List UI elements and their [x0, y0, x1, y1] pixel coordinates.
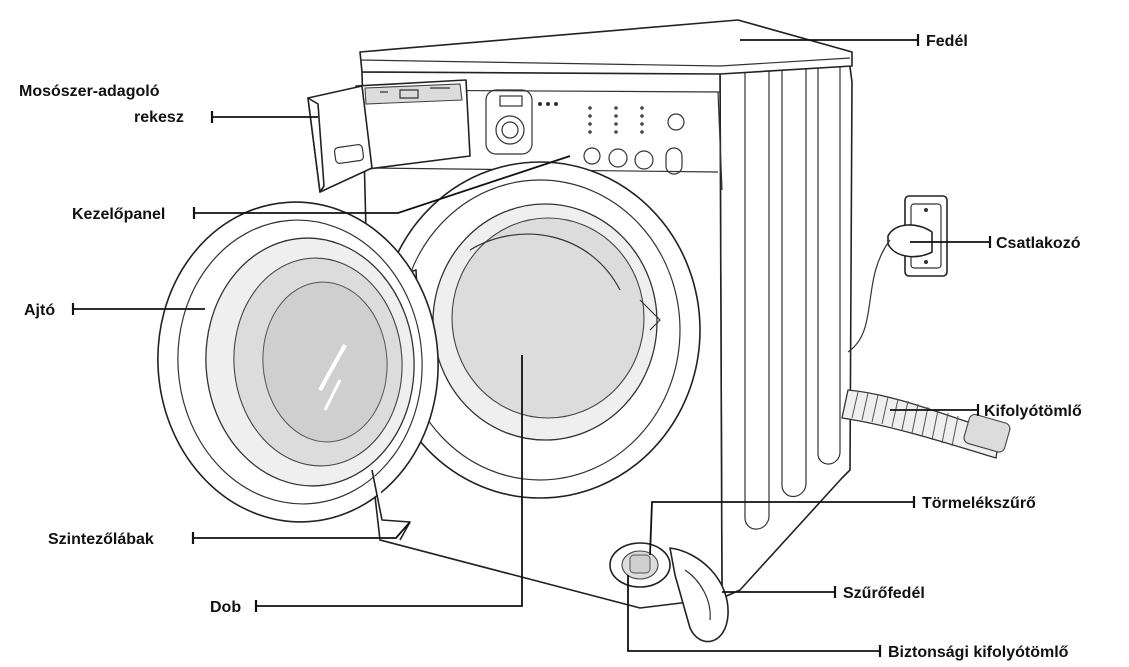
- label-detergent-drawer-line1: Mosószer-adagoló: [19, 83, 160, 100]
- washing-machine-illustration: [147, 20, 1011, 642]
- drain-hose-graphic: [842, 390, 1011, 458]
- machine-side-panel: [720, 52, 852, 598]
- label-control-panel: Kezelőpanel: [72, 206, 165, 223]
- label-lid: Fedél: [926, 33, 968, 50]
- label-filter-cover: Szűrőfedél: [843, 585, 925, 602]
- label-drum: Dob: [210, 599, 241, 616]
- label-power-plug: Csatlakozó: [996, 235, 1081, 252]
- label-detergent-drawer-line2: rekesz: [134, 109, 184, 126]
- label-debris-filter: Törmelékszűrő: [922, 495, 1036, 512]
- label-emergency-drain-tube: Biztonsági kifolyótömlő: [888, 644, 1069, 661]
- label-leveling-feet: Szintezőlábak: [48, 531, 154, 548]
- power-socket-graphic: [848, 196, 947, 352]
- label-drain-hose: Kifolyótömlő: [984, 403, 1082, 420]
- label-door: Ajtó: [24, 302, 55, 319]
- machine-top-lid: [360, 20, 852, 74]
